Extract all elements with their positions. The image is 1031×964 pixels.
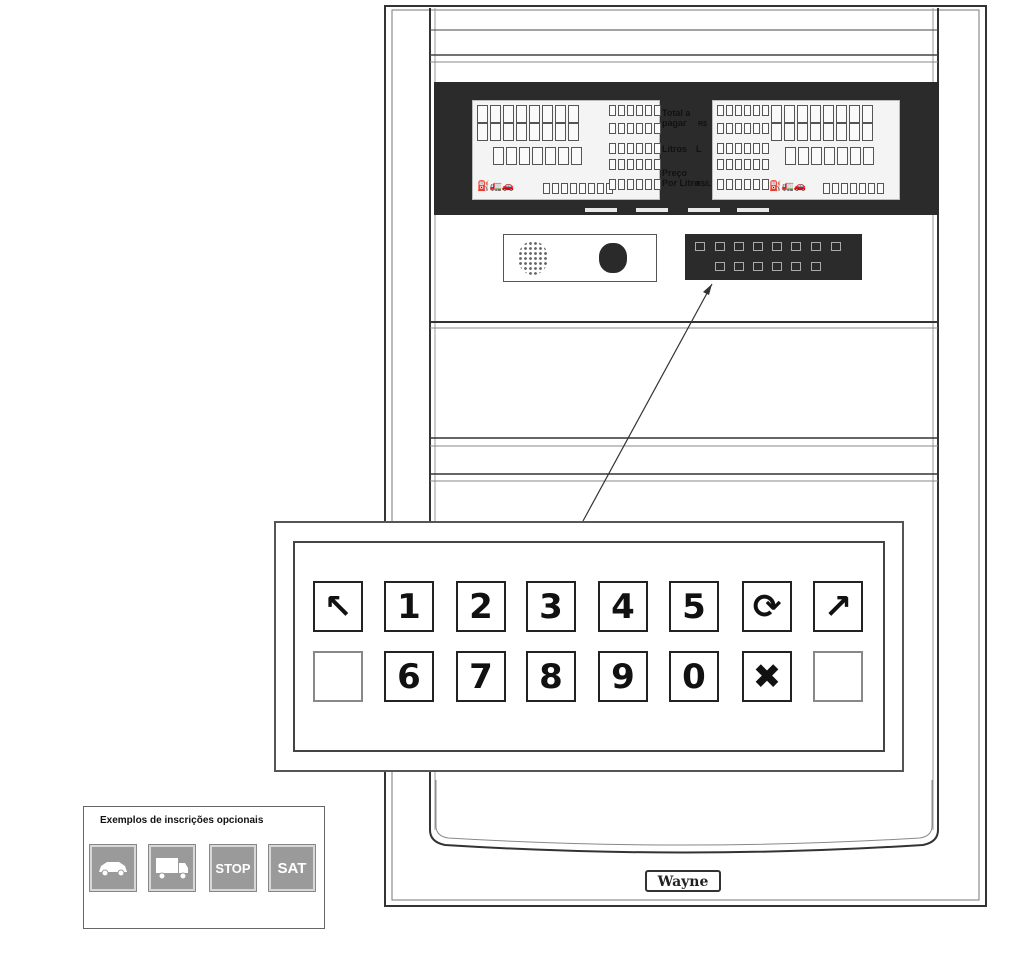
key-4[interactable]: 4 <box>598 581 648 632</box>
keypad-frame: ↖ 1 2 3 4 5 ⟳ ↗ 6 7 8 9 0 ✖ <box>293 541 885 752</box>
vehicle-icons: ⛽🚛🚗 <box>477 181 515 192</box>
wayne-logo: Wayne <box>645 870 721 892</box>
price-display-panel: ⛽🚛🚗 Total a pagar R$ Litros L Preço Por … <box>434 82 939 215</box>
sat-icon: SAT <box>269 845 315 891</box>
key-blank-left[interactable] <box>313 651 363 702</box>
optional-labels-title: Exemplos de inscrições opcionais <box>100 815 264 826</box>
label-total-unit: R$ <box>698 121 707 128</box>
speaker-panel <box>503 234 657 282</box>
key-7[interactable]: 7 <box>456 651 506 702</box>
label-preco: Preço Por Litro <box>662 168 700 188</box>
optional-labels-box: Exemplos de inscrições opcionais STOP SA… <box>83 806 325 929</box>
key-refresh-icon[interactable]: ⟳ <box>742 581 792 632</box>
keypad-miniature <box>685 234 862 280</box>
key-6[interactable]: 6 <box>384 651 434 702</box>
key-arrow-up-left[interactable]: ↖ <box>313 581 363 632</box>
key-3[interactable]: 3 <box>526 581 576 632</box>
keypad-callout: ↖ 1 2 3 4 5 ⟳ ↗ 6 7 8 9 0 ✖ <box>274 521 904 772</box>
display-left: ⛽🚛🚗 <box>472 100 661 200</box>
display-right: ⛽🚛🚗 <box>712 100 900 200</box>
label-total: Total a pagar <box>662 108 691 128</box>
label-litros-unit: L <box>696 144 702 154</box>
stop-icon: STOP <box>210 845 256 891</box>
key-1[interactable]: 1 <box>384 581 434 632</box>
key-2[interactable]: 2 <box>456 581 506 632</box>
label-litros: Litros <box>662 144 688 154</box>
selector-knob[interactable] <box>599 243 627 273</box>
vehicle-icons-right: ⛽🚛🚗 <box>769 181 807 192</box>
speaker-grille-icon <box>518 241 548 275</box>
key-9[interactable]: 9 <box>598 651 648 702</box>
key-0[interactable]: 0 <box>669 651 719 702</box>
label-preco-unit: R$/L <box>696 181 712 188</box>
key-blank-right[interactable] <box>813 651 863 702</box>
truck-icon <box>149 845 195 891</box>
key-5[interactable]: 5 <box>669 581 719 632</box>
indicator-dash-4 <box>737 208 769 212</box>
key-arrow-up-right[interactable]: ↗ <box>813 581 863 632</box>
car-icon <box>90 845 136 891</box>
key-8[interactable]: 8 <box>526 651 576 702</box>
indicator-dash-2 <box>636 208 668 212</box>
indicator-dash-1 <box>585 208 617 212</box>
indicator-dash-3 <box>688 208 720 212</box>
key-cancel-icon[interactable]: ✖ <box>742 651 792 702</box>
